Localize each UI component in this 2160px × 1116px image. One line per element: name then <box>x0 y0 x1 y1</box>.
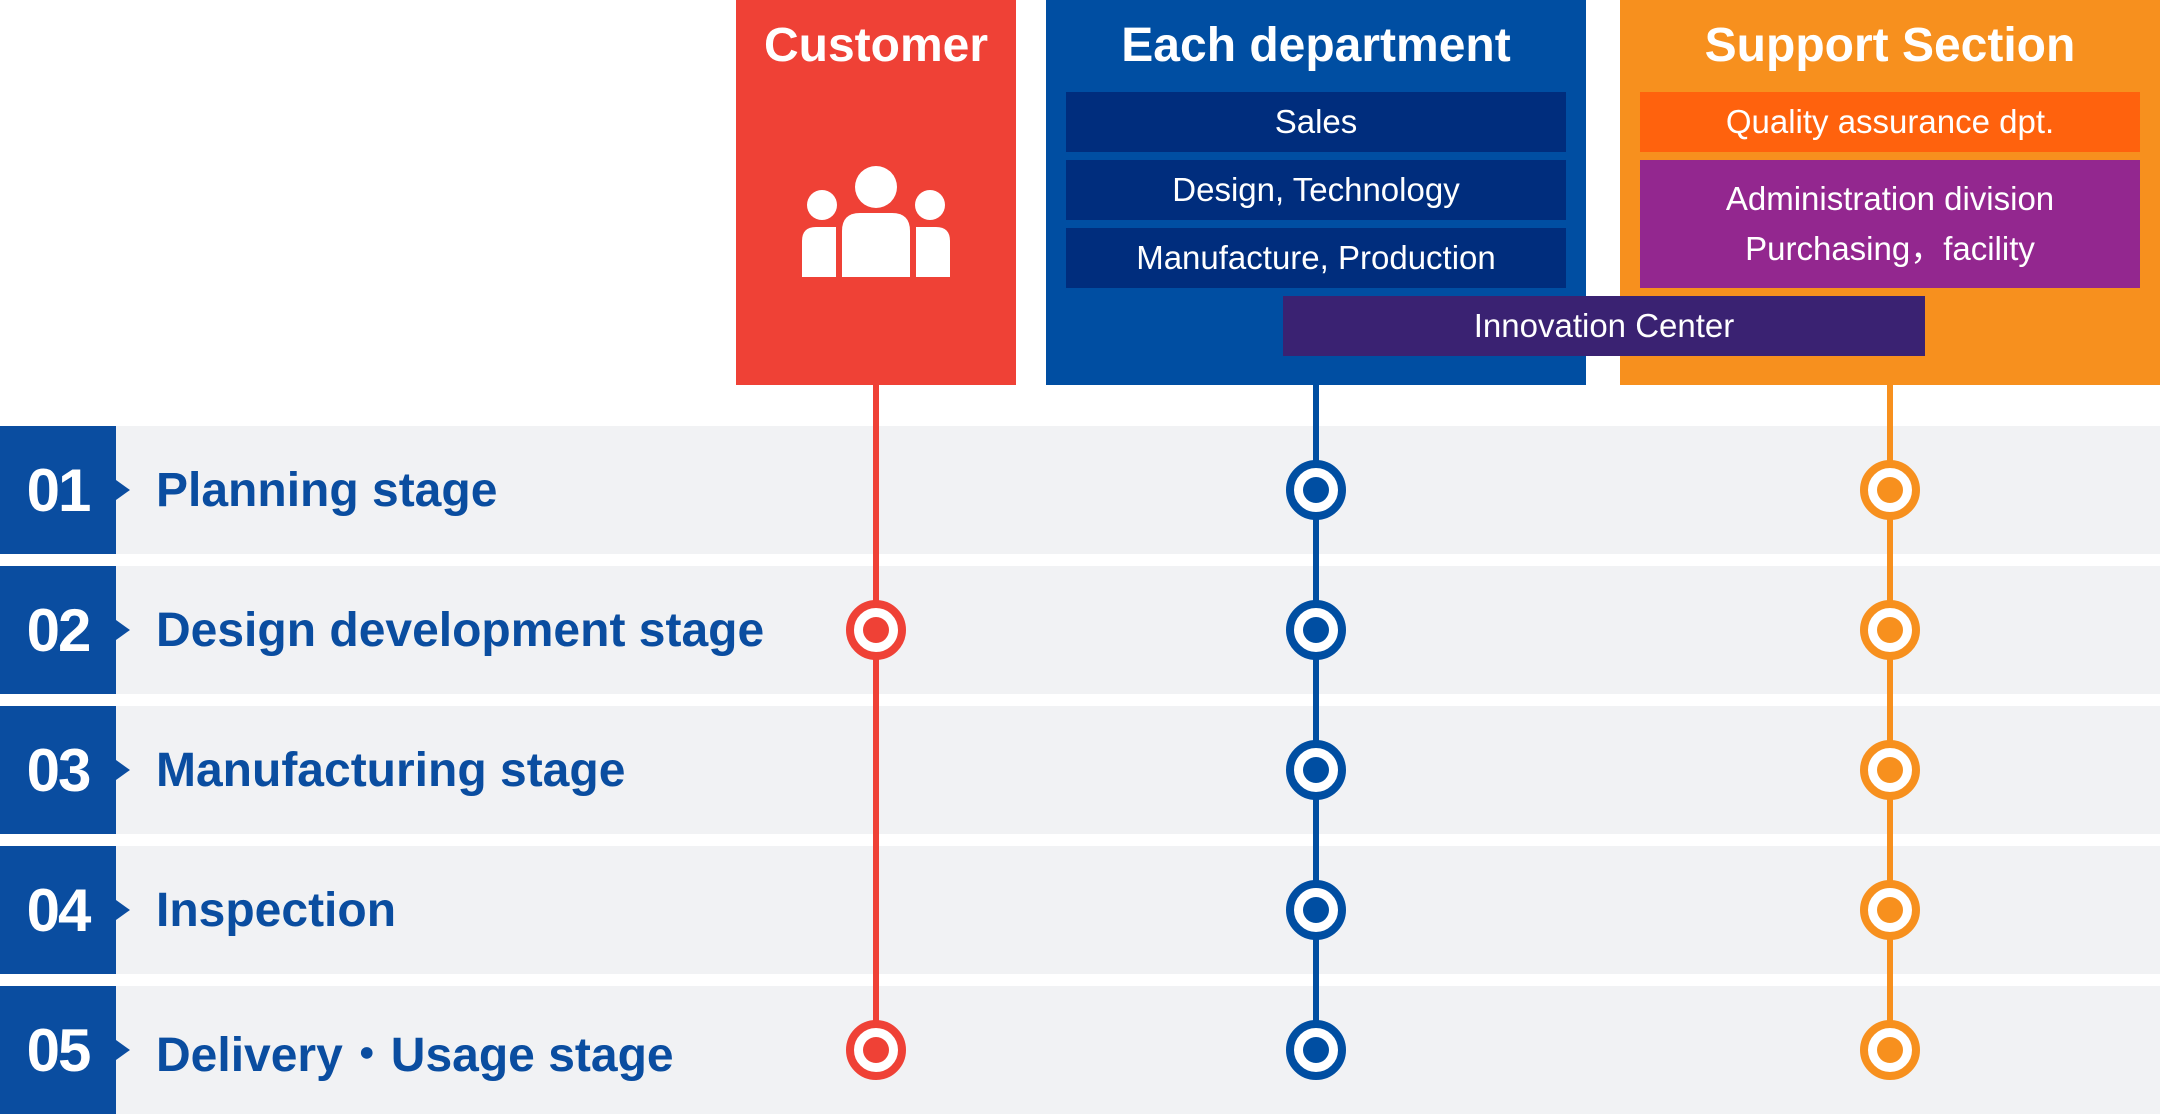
support-line <box>1887 385 1893 1051</box>
arrow-right-icon <box>116 620 130 640</box>
department-marker <box>1286 600 1346 660</box>
stage-label: Delivery・Usage stage <box>156 1029 674 1082</box>
support-title: Support Section <box>1704 19 2076 72</box>
support-item-admin: Administration division Purchasing，facil… <box>1640 160 2140 288</box>
arrow-right-icon <box>116 480 130 500</box>
customer-line <box>873 385 879 1051</box>
support-marker <box>1860 740 1920 800</box>
people-group-icon <box>802 166 950 277</box>
support-marker <box>1860 880 1920 940</box>
department-column-header: Each department Sales Design, Technology… <box>1046 0 1586 385</box>
admin-line-1: Administration division <box>1725 180 2055 217</box>
customer-title: Customer <box>763 19 989 72</box>
dept-item-manufacture: Manufacture, Production <box>1066 228 1566 288</box>
stage-number: 02 <box>0 566 116 694</box>
admin-line-2: Purchasing，facility <box>1745 230 2035 267</box>
department-title: Each department <box>1121 19 1511 72</box>
stage-number: 01 <box>0 426 116 554</box>
stage-label: Inspection <box>156 883 397 937</box>
department-marker <box>1286 880 1346 940</box>
support-marker <box>1860 600 1920 660</box>
department-marker <box>1286 740 1346 800</box>
support-marker <box>1860 1020 1920 1080</box>
stage-row: 02 Design development stage <box>0 566 2160 694</box>
stage-row: 03 Manufacturing stage <box>0 706 2160 834</box>
innovation-center-bar: Innovation Center <box>1283 296 1925 356</box>
stage-label: Design development stage <box>156 603 765 657</box>
stage-row: 04 Inspection <box>0 846 2160 974</box>
customer-marker <box>846 600 906 660</box>
stage-number: 04 <box>0 846 116 974</box>
arrow-right-icon <box>116 1040 130 1060</box>
department-marker <box>1286 1020 1346 1080</box>
stage-label: Manufacturing stage <box>156 743 626 797</box>
support-item-quality: Quality assurance dpt. <box>1640 92 2140 152</box>
support-marker <box>1860 460 1920 520</box>
arrow-right-icon <box>116 760 130 780</box>
department-marker <box>1286 460 1346 520</box>
stage-number: 03 <box>0 706 116 834</box>
stage-number: 05 <box>0 986 116 1114</box>
stage-label: Planning stage <box>156 463 498 517</box>
stage-row: 01 Planning stage <box>0 426 2160 554</box>
arrow-right-icon <box>116 900 130 920</box>
customer-column-header: Customer <box>736 0 1016 385</box>
department-line <box>1313 385 1319 1051</box>
stage-row: 05 Delivery・Usage stage <box>0 986 2160 1114</box>
customer-marker <box>846 1020 906 1080</box>
dept-item-sales: Sales <box>1066 92 1566 152</box>
dept-item-design: Design, Technology <box>1066 160 1566 220</box>
